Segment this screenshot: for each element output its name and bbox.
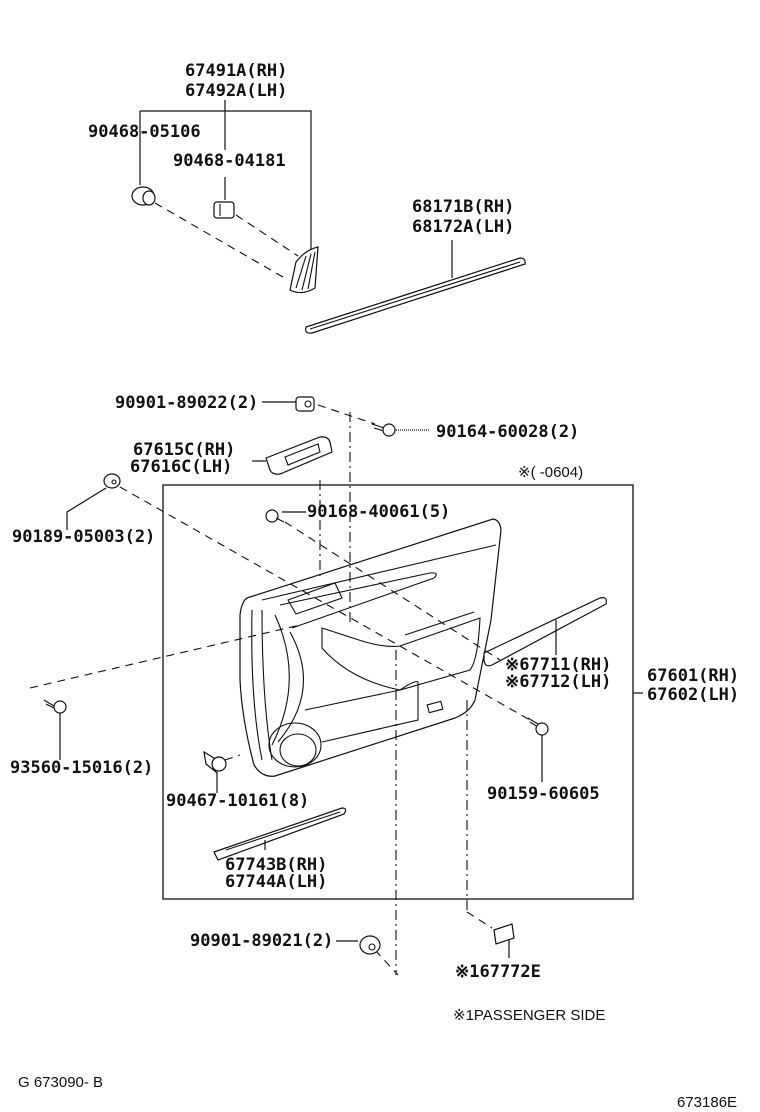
callout-90168-40061[interactable]: 90168-40061(5): [307, 502, 450, 522]
callout-67712[interactable]: ※67712(LH): [505, 672, 611, 692]
callout-90901-89022[interactable]: 90901-89022(2): [115, 393, 258, 413]
callout-90189-05003[interactable]: 90189-05003(2): [12, 527, 155, 547]
cover-67772-icon: [493, 923, 515, 945]
callout-67772E[interactable]: ※167772E: [455, 962, 541, 982]
weatherstrip-group: 68171B(RH) 68172A(LH): [305, 197, 526, 334]
screw-60605-icon: [527, 717, 549, 736]
callout-67616C[interactable]: 67616C(LH): [130, 457, 232, 477]
trim-assembly-frame: [162, 484, 634, 900]
callout-90901-89021[interactable]: 90901-89021(2): [190, 931, 333, 951]
callout-67602[interactable]: 67602(LH): [647, 685, 739, 705]
upper-clips-group: 90901-89022(2) 90164-60028(2) 67615C(RH)…: [12, 393, 583, 547]
door-trim-panel: 90168-40061(5) ※67711(RH) ※67712(LH) 676…: [166, 502, 739, 892]
clip-10161-icon: [203, 750, 227, 774]
clip-04181-icon: [213, 201, 235, 219]
clip-89022-icon: [295, 396, 315, 412]
footnote-passenger-side: ※1PASSENGER SIDE: [453, 1007, 605, 1024]
assembly-lines: [29, 412, 531, 976]
clip-40061-icon: [265, 509, 285, 523]
armrest-pad-icon: [483, 597, 607, 667]
lower-cover-icon: [213, 807, 347, 861]
clip-89021-icon: [359, 935, 381, 955]
callout-67711[interactable]: ※67711(RH): [505, 655, 611, 675]
callout-68171B[interactable]: 68171B(RH): [412, 197, 514, 217]
callout-90468-04181[interactable]: 90468-04181: [173, 151, 286, 171]
footer-left-code: G 673090- B: [18, 1074, 103, 1091]
screw-60028-icon: [371, 423, 396, 437]
screw-05003-icon: [103, 473, 121, 489]
garnish-group: 67491A(RH) 67492A(LH) 90468-05106 90468-…: [88, 61, 319, 294]
callout-67743B[interactable]: 67743B(RH): [225, 855, 327, 875]
clip-05106-icon: [131, 186, 156, 206]
callout-90159-60605[interactable]: 90159-60605: [487, 784, 600, 804]
callout-90467-10161[interactable]: 90467-10161(8): [166, 791, 309, 811]
screw-15016-icon: [43, 699, 67, 714]
callout-67492A[interactable]: 67492A(LH): [185, 81, 287, 101]
footer-right-code: 673186E: [677, 1094, 737, 1111]
switch-bezel-icon: [265, 436, 333, 475]
callout-68172A[interactable]: 68172A(LH): [412, 217, 514, 237]
callout-90164-60028[interactable]: 90164-60028(2): [436, 422, 579, 442]
leader-bracket: [140, 110, 312, 252]
callout-67601[interactable]: 67601(RH): [647, 666, 739, 686]
trim-panel-icon: [239, 518, 502, 777]
callout-90468-05106[interactable]: 90468-05106: [88, 122, 201, 142]
callout-67491A[interactable]: 67491A(RH): [185, 61, 287, 81]
applicability-note: ※( -0604): [518, 464, 583, 481]
callout-67615C[interactable]: 67615C(RH): [133, 440, 235, 460]
garnish-piece-icon: [289, 246, 319, 294]
callout-67744A[interactable]: 67744A(LH): [225, 872, 327, 892]
callout-93560-15016[interactable]: 93560-15016(2): [10, 758, 153, 778]
